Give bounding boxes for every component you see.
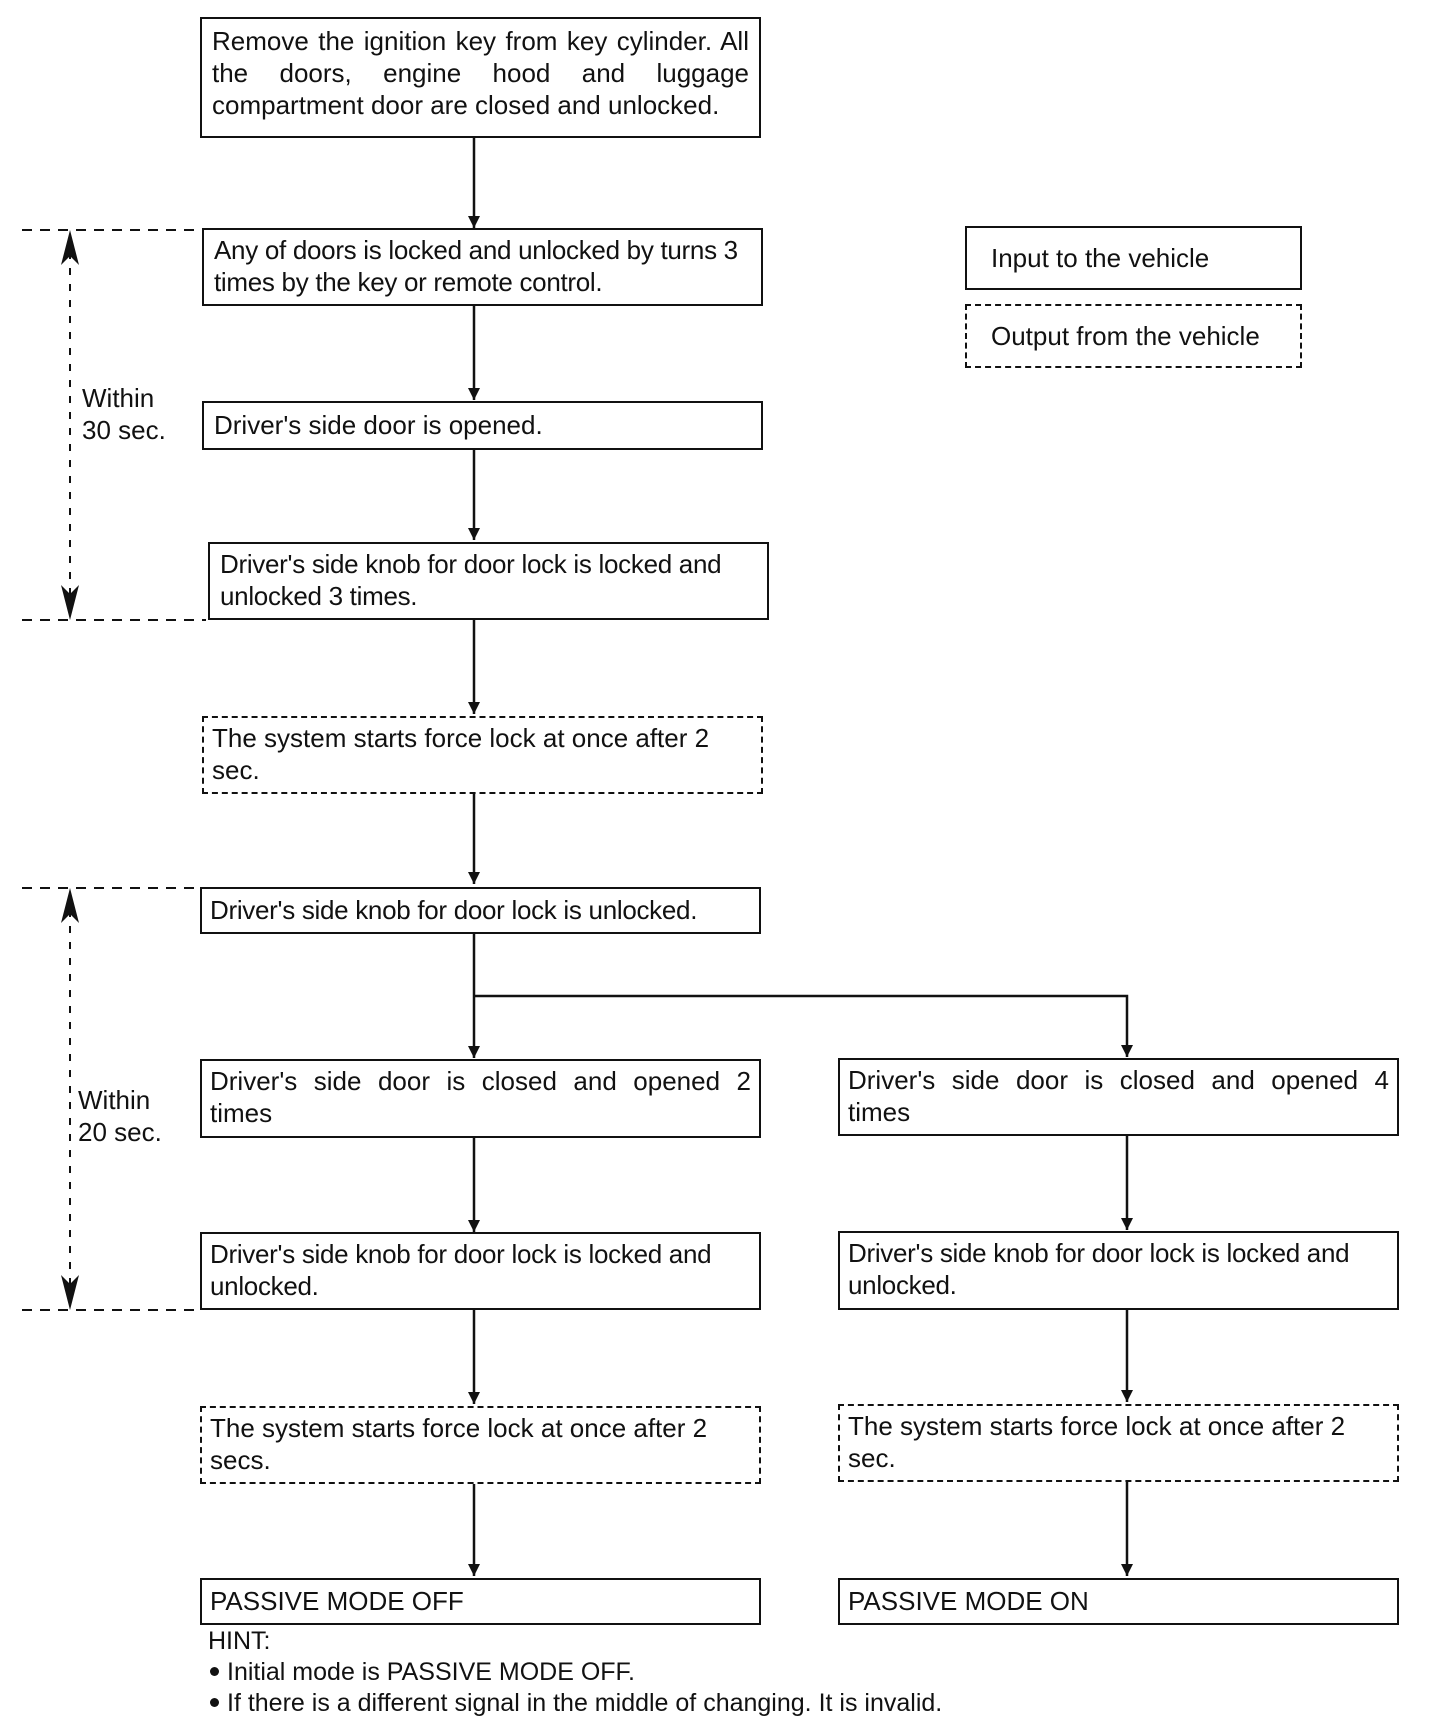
result-passive-mode-off: PASSIVE MODE OFF — [200, 1578, 761, 1625]
step-door-closed-opened-2: Driver's side door is closed and opened … — [200, 1059, 761, 1138]
output-force-lock-1: The system starts force lock at once aft… — [202, 716, 763, 794]
step-knob-locked-unlocked-right: Driver's side knob for door lock is lock… — [838, 1231, 1399, 1310]
result-passive-mode-on-text: PASSIVE MODE ON — [848, 1586, 1089, 1616]
step-door-closed-opened-4-text: Driver's side door is closed and opened … — [848, 1065, 1389, 1127]
legend-output: Output from the vehicle — [965, 304, 1302, 368]
step-knob-locked-unlocked-right-text: Driver's side knob for door lock is lock… — [848, 1238, 1350, 1300]
step-door-closed-opened-2-text: Driver's side door is closed and opened … — [210, 1066, 751, 1128]
hint-item-text: Initial mode is PASSIVE MODE OFF. — [227, 1658, 635, 1686]
hint-item: Initial mode is PASSIVE MODE OFF. — [208, 1657, 942, 1688]
timing-bracket-30s — [22, 229, 206, 621]
timing-label-20s-line1: Within — [78, 1085, 151, 1115]
hint-item: If there is a different signal in the mi… — [208, 1688, 942, 1719]
step-remove-key: Remove the ignition key from key cylinde… — [200, 17, 761, 138]
step-knob-locked-unlocked-left: Driver's side knob for door lock is lock… — [200, 1232, 761, 1310]
timing-label-30s-line1: Within — [82, 383, 155, 413]
hint-title: HINT: — [208, 1627, 271, 1655]
timing-label-30s: Within 30 sec. — [82, 382, 166, 446]
step-driver-door-opened-text: Driver's side door is opened. — [214, 410, 543, 440]
step-driver-door-opened: Driver's side door is opened. — [202, 401, 763, 450]
timing-label-20s: Within 20 sec. — [78, 1084, 162, 1148]
step-knob-unlocked-text: Driver's side knob for door lock is unlo… — [210, 895, 698, 925]
step-door-closed-opened-4: Driver's side door is closed and opened … — [838, 1058, 1399, 1136]
step-knob-unlocked: Driver's side knob for door lock is unlo… — [200, 887, 761, 934]
step-lock-unlock-3-times: Any of doors is locked and unlocked by t… — [202, 228, 763, 306]
output-force-lock-1-text: The system starts force lock at once aft… — [212, 723, 710, 785]
step-knob-locked-unlocked-left-text: Driver's side knob for door lock is lock… — [210, 1239, 712, 1301]
arrow-s6-s7b — [474, 994, 1133, 1057]
step-lock-unlock-3-times-text: Any of doors is locked and unlocked by t… — [214, 235, 738, 297]
hint-section: HINT: Initial mode is PASSIVE MODE OFF. … — [208, 1626, 942, 1719]
legend-input-text: Input to the vehicle — [991, 243, 1210, 273]
bullet-icon — [210, 1667, 219, 1677]
timing-bracket-20s — [22, 887, 200, 1311]
step-remove-key-text: Remove the ignition key from key cylinde… — [212, 26, 749, 120]
output-force-lock-right-text: The system starts force lock at once aft… — [848, 1411, 1346, 1473]
result-passive-mode-on: PASSIVE MODE ON — [838, 1578, 1399, 1625]
timing-label-20s-line2: 20 sec. — [78, 1117, 162, 1147]
hint-item-text: If there is a different signal in the mi… — [227, 1689, 943, 1717]
legend-output-text: Output from the vehicle — [991, 321, 1260, 351]
step-knob-locked-3-times: Driver's side knob for door lock is lock… — [208, 542, 769, 620]
output-force-lock-right: The system starts force lock at once aft… — [838, 1404, 1399, 1482]
step-knob-locked-3-times-text: Driver's side knob for door lock is lock… — [220, 549, 722, 611]
legend-input: Input to the vehicle — [965, 226, 1302, 290]
bullet-icon — [210, 1698, 219, 1708]
output-force-lock-left: The system starts force lock at once aft… — [200, 1406, 761, 1484]
output-force-lock-left-text: The system starts force lock at once aft… — [210, 1413, 708, 1475]
timing-label-30s-line2: 30 sec. — [82, 415, 166, 445]
result-passive-mode-off-text: PASSIVE MODE OFF — [210, 1586, 464, 1616]
